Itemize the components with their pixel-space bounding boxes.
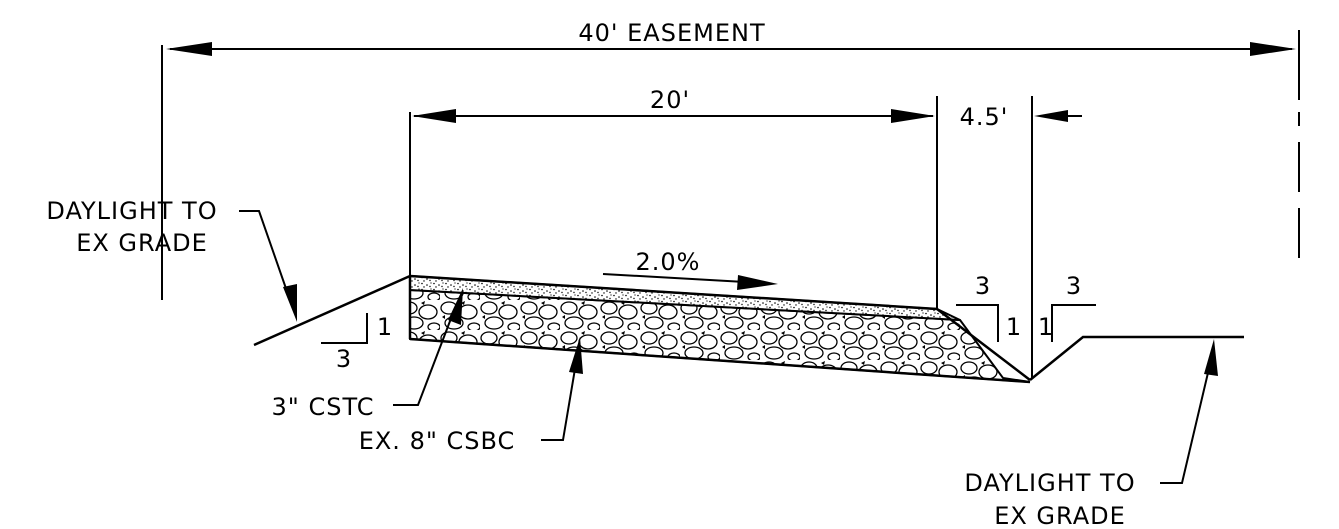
easement-arrow-left <box>166 42 212 56</box>
csbc-label: EX. 8" CSBC <box>359 427 516 455</box>
csbc-leader <box>541 356 578 441</box>
slope-arrow-line <box>602 273 746 283</box>
subgrade-line <box>409 337 1031 384</box>
road-width-arrow-right <box>891 109 935 123</box>
left-fill-slope <box>253 274 411 347</box>
cstc-arrowhead <box>448 288 463 325</box>
road-width-arrow-left <box>412 109 456 123</box>
ditch-left-slope-ratio-v: 1 <box>1006 313 1022 341</box>
road-width-label: 20' <box>650 86 690 114</box>
ditch-right-slope-ratio-v: 1 <box>1038 313 1054 341</box>
cstc-leader <box>393 307 456 406</box>
slope-arrow-head <box>737 275 778 290</box>
finished-grade-line <box>409 274 1031 381</box>
daylight-left-label-line2: EX GRADE <box>76 229 208 257</box>
csbc-arrowhead <box>569 337 583 374</box>
ditch-right-slope-ratio-h: 3 <box>1066 272 1082 300</box>
daylight-left-arrowhead <box>283 284 297 322</box>
left-slope-ratio-symbol <box>321 313 368 344</box>
easement-arrow-right <box>1250 42 1296 56</box>
cstc-label: 3" CSTC <box>272 393 375 421</box>
ditch-left-slope-ratio-h: 3 <box>975 272 991 300</box>
daylight-left-label-line1: DAYLIGHT TO <box>46 197 217 225</box>
ditch-right-slope-ratio-symbol <box>1051 304 1096 342</box>
daylight-right-label-line2: EX GRADE <box>994 502 1126 529</box>
left-slope-ratio-v: 1 <box>377 313 393 341</box>
daylight-right-arrowhead <box>1204 339 1218 376</box>
ditch-width-arrow <box>1034 110 1068 122</box>
slope-grade-label: 2.0% <box>636 248 701 276</box>
ditch-width-label: 4.5' <box>960 103 1009 131</box>
easement-label: 40' EASEMENT <box>578 19 765 47</box>
daylight-right-leader <box>1160 359 1212 484</box>
ditch-backslope-and-ex-grade <box>1029 335 1244 381</box>
ditch-left-slope-ratio-symbol <box>956 304 999 342</box>
daylight-left-leader <box>239 210 291 301</box>
daylight-right-label-line1: DAYLIGHT TO <box>964 469 1135 497</box>
left-slope-ratio-h: 3 <box>336 345 352 373</box>
